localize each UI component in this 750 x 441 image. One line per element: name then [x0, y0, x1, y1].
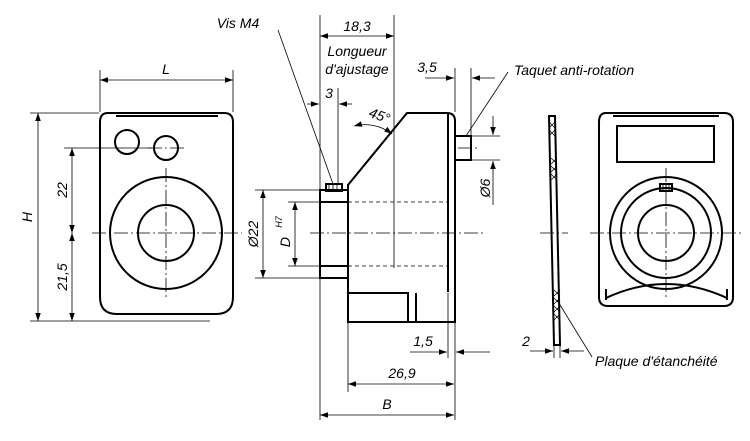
set-screw: [325, 183, 343, 192]
angle-arc: [353, 121, 393, 135]
dim-bore-tolerance: H7: [274, 215, 284, 227]
pin-leader: [465, 71, 509, 137]
dim-22: 22: [54, 182, 70, 199]
label-seal-plate: Plaque d'étanchéité: [595, 353, 718, 369]
dim-bore-d: D: [277, 237, 293, 247]
dim-1-5: 1,5: [413, 333, 433, 349]
display-window: [616, 125, 715, 163]
grip-arc: [605, 283, 728, 299]
dim-pin-diameter: Ø6: [477, 178, 493, 198]
dim-b: B: [382, 396, 391, 412]
label-adjust-length-2: d'ajustage: [325, 61, 389, 77]
left-view: L H 22 21,5: [19, 61, 242, 322]
right-body-outline: [598, 112, 734, 307]
dim-3: 3: [325, 85, 333, 101]
seal-leader: [556, 299, 593, 358]
label-screw: Vis M4: [217, 15, 260, 31]
dim-21-5: 21,5: [54, 263, 70, 291]
left-small-hole: [114, 129, 140, 155]
seal-plate-view: 2 Plaque d'étanchéité: [521, 115, 718, 369]
dim-width-l: L: [162, 61, 170, 77]
side-view: Vis M4 18,3 Longueur d'ajustage 3 45° 3,…: [217, 15, 634, 420]
label-anti-rotation-pin: Taquet anti-rotation: [514, 62, 634, 78]
dim-3-5: 3,5: [417, 59, 437, 75]
dim-angle: 45°: [367, 104, 393, 126]
dim-adjust-length: 18,3: [343, 18, 370, 34]
side-hub: [319, 189, 349, 279]
left-body-outline: [99, 112, 234, 315]
screw-leader: [277, 29, 334, 185]
base-step: [348, 292, 409, 322]
dim-2: 2: [521, 333, 530, 349]
seal-hatch: [548, 121, 561, 321]
side-body-outline: [347, 112, 456, 323]
right-view: [590, 112, 742, 307]
dim-height-h: H: [19, 211, 35, 222]
dim-26-9: 26,9: [387, 365, 415, 381]
dim-hub-diameter: Ø22: [245, 221, 261, 249]
label-adjust-length-1: Longueur: [327, 43, 388, 59]
